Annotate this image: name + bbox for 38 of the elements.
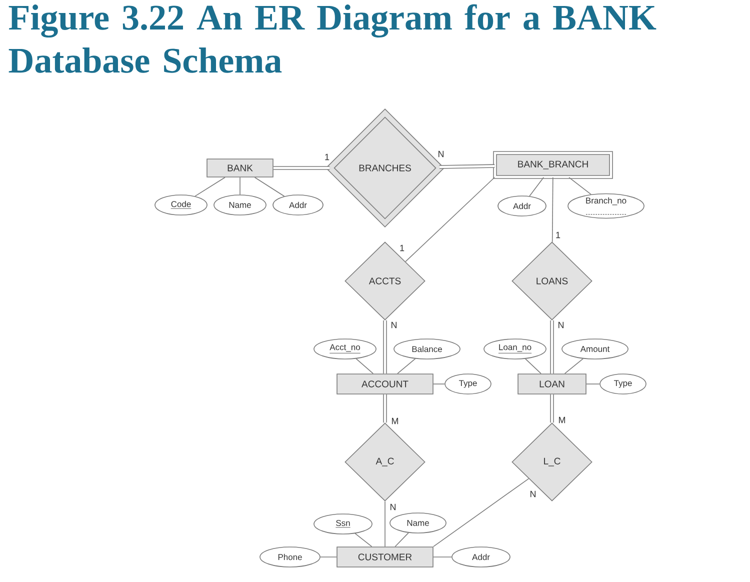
- connector: [194, 177, 226, 197]
- double-line: [550, 394, 554, 423]
- double-line: [273, 166, 330, 170]
- cardinality-label: 1: [324, 153, 330, 161]
- connector: [405, 177, 495, 262]
- connector: [529, 177, 544, 196]
- connector: [397, 358, 416, 374]
- cardinality-label: 1: [554, 231, 562, 239]
- entity-box: LOAN: [518, 374, 586, 394]
- cardinality-label: M: [390, 417, 400, 425]
- connector: [394, 532, 409, 547]
- double-line: [439, 164, 495, 169]
- connector: [384, 501, 386, 547]
- double-line: [383, 394, 387, 423]
- entity-box: BANK: [206, 158, 274, 178]
- cardinality-label: N: [437, 150, 445, 158]
- cardinality-label: N: [557, 321, 565, 329]
- connector: [568, 177, 592, 195]
- connector: [354, 533, 372, 547]
- connector: [433, 478, 530, 547]
- connector: [254, 177, 285, 197]
- double-line: [550, 320, 554, 374]
- entity-box: ACCOUNT: [336, 374, 434, 394]
- weak-entity-box: BANK_BRANCH: [493, 151, 613, 179]
- connector: [320, 556, 337, 558]
- cardinality-label: 1: [398, 244, 406, 252]
- connector: [552, 177, 554, 242]
- cardinality-label: M: [558, 416, 566, 424]
- connector: [433, 556, 452, 558]
- title: Figure 3.22 An ER Diagram for a BANK Database Schema: [8, 4, 656, 73]
- cardinality-label: N: [389, 503, 397, 511]
- cardinality-label: N: [390, 321, 398, 329]
- connector: [524, 358, 542, 374]
- double-line: [383, 320, 387, 374]
- entity-box: CUSTOMER: [336, 546, 434, 568]
- connector: [564, 358, 584, 374]
- connector: [356, 358, 374, 374]
- cardinality-label: N: [529, 490, 537, 498]
